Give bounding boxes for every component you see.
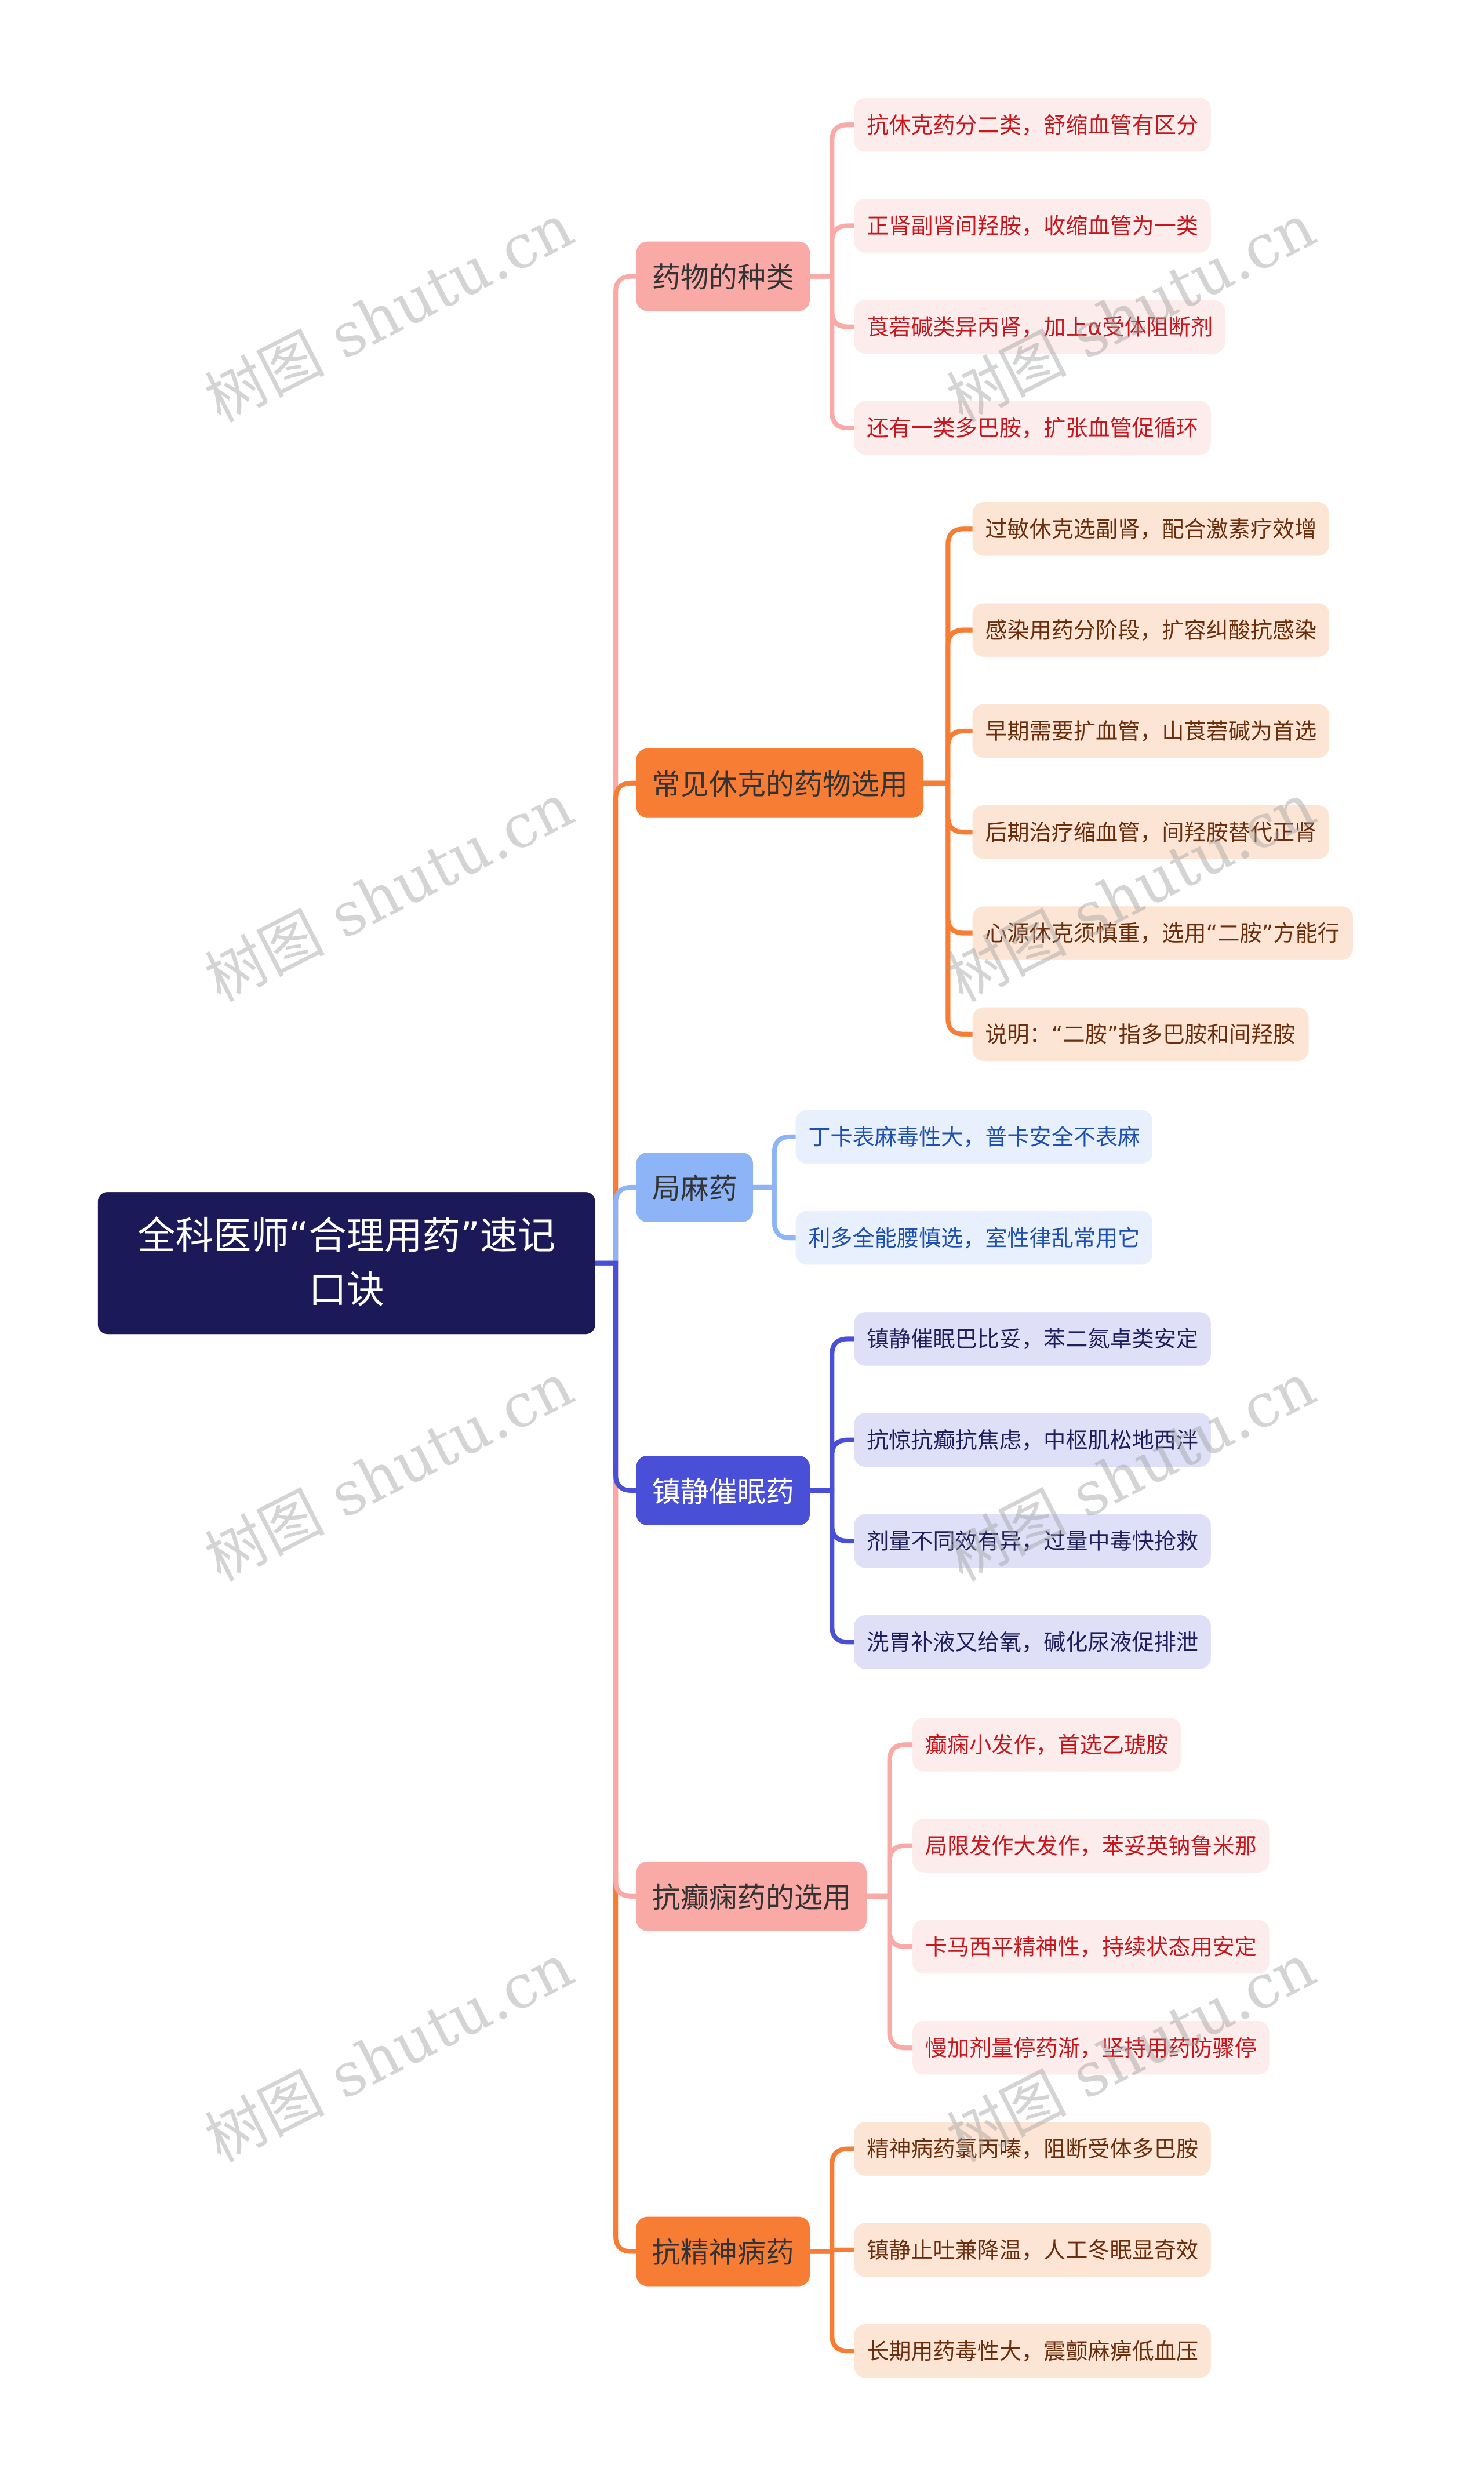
connector-line bbox=[864, 1893, 915, 2051]
connector-line bbox=[750, 1184, 798, 1241]
leaf-node[interactable]: 精神病药氯丙嗪，阻断受体多巴胺 bbox=[854, 2122, 1211, 2176]
leaf-node[interactable]: 还有一类多巴胺，扩张血管促循环 bbox=[854, 401, 1211, 455]
leaf-label: 心源休克须慎重，选用“二胺”方能行 bbox=[985, 922, 1340, 948]
leaf-label: 丁卡表麻毒性大，普卡安全不表麻 bbox=[808, 1125, 1140, 1151]
leaf-node[interactable]: 早期需要扩血管，山莨菪碱为首选 bbox=[972, 704, 1330, 758]
leaf-label: 慢加剂量停药渐，坚持用药防骤停 bbox=[925, 2037, 1257, 2062]
leaf-node[interactable]: 卡马西平精神性，持续状态用安定 bbox=[912, 1920, 1270, 1974]
connector-line bbox=[592, 1260, 639, 1899]
leaf-node[interactable]: 局限发作大发作，苯妥英钠鲁米那 bbox=[912, 1819, 1270, 1873]
leaf-label: 卡马西平精神性，持续状态用安定 bbox=[925, 1935, 1257, 1961]
leaf-node[interactable]: 心源休克须慎重，选用“二胺”方能行 bbox=[972, 906, 1352, 960]
connector-line bbox=[921, 780, 975, 1037]
leaf-label: 抗休克药分二类，舒缩血管有区分 bbox=[867, 114, 1199, 139]
leaf-label: 说明：“二胺”指多巴胺和间羟胺 bbox=[985, 1023, 1296, 1049]
root-title: 全科医师“合理用药”速记口诀 bbox=[137, 1214, 556, 1313]
leaf-node[interactable]: 慢加剂量停药渐，坚持用药防骤停 bbox=[912, 2020, 1270, 2075]
connector-line bbox=[808, 122, 857, 279]
connector-line bbox=[592, 1260, 639, 2254]
branch-node[interactable]: 抗癫痫药的选用 bbox=[636, 1861, 867, 1931]
connector-line bbox=[592, 1260, 639, 1493]
connector-line bbox=[592, 274, 639, 1266]
branch-node[interactable]: 镇静催眠药 bbox=[636, 1455, 810, 1525]
leaf-node[interactable]: 感染用药分阶段，扩容纠酸抗感染 bbox=[972, 603, 1330, 657]
connector-line bbox=[808, 223, 857, 279]
leaf-label: 癫痫小发作，首选乙琥胺 bbox=[925, 1733, 1169, 1759]
connector-line bbox=[808, 274, 857, 431]
leaf-label: 抗惊抗癫抗焦虑，中枢肌松地西泮 bbox=[867, 1428, 1199, 1455]
leaf-label: 利多全能腰慎选，室性律乱常用它 bbox=[808, 1227, 1140, 1252]
branch-label: 常见休克的药物选用 bbox=[652, 769, 908, 802]
connector-line bbox=[808, 2249, 857, 2354]
leaf-node[interactable]: 洗胃补液又给氧，碱化尿液促排泄 bbox=[854, 1615, 1211, 1669]
leaf-label: 正肾副肾间羟胺，收缩血管为一类 bbox=[867, 215, 1199, 240]
root-node[interactable]: 全科医师“合理用药”速记口诀 bbox=[97, 1192, 595, 1335]
leaf-node[interactable]: 癫痫小发作，首选乙琥胺 bbox=[912, 1718, 1181, 1772]
connector-line bbox=[864, 1742, 915, 1899]
connector-line bbox=[921, 627, 975, 786]
branch-label: 局麻药 bbox=[652, 1173, 737, 1206]
connector-line bbox=[808, 2146, 857, 2254]
leaf-label: 早期需要扩血管，山莨菪碱为首选 bbox=[985, 719, 1317, 746]
branch-label: 镇静催眠药 bbox=[652, 1476, 794, 1510]
leaf-node[interactable]: 抗休克药分二类，舒缩血管有区分 bbox=[854, 97, 1211, 152]
leaf-label: 精神病药氯丙嗪，阻断受体多巴胺 bbox=[867, 2138, 1199, 2164]
leaf-label: 长期用药毒性大，震颤麻痹低血压 bbox=[867, 2340, 1199, 2365]
leaf-node[interactable]: 莨菪碱类异丙肾，加上α受体阻断剂 bbox=[854, 300, 1225, 354]
branch-label: 抗癫痫药的选用 bbox=[652, 1882, 851, 1915]
connector-line bbox=[750, 1134, 798, 1190]
connector-line bbox=[921, 728, 975, 786]
leaf-label: 镇静催眠巴比妥，苯二氮卓类安定 bbox=[867, 1328, 1199, 1353]
leaf-label: 剂量不同效有异，过量中毒快抢救 bbox=[867, 1529, 1199, 1555]
leaf-label: 还有一类多巴胺，扩张血管促循环 bbox=[867, 416, 1199, 442]
leaf-node[interactable]: 后期治疗缩血管，间羟胺替代正肾 bbox=[972, 805, 1330, 859]
leaf-node[interactable]: 说明：“二胺”指多巴胺和间羟胺 bbox=[972, 1007, 1308, 1062]
leaf-label: 局限发作大发作，苯妥英钠鲁米那 bbox=[925, 1834, 1257, 1860]
leaf-label: 感染用药分阶段，扩容纠酸抗感染 bbox=[985, 619, 1317, 645]
leaf-node[interactable]: 过敏休克选副肾，配合激素疗效增 bbox=[972, 502, 1330, 556]
branch-node[interactable]: 常见休克的药物选用 bbox=[636, 748, 924, 818]
leaf-node[interactable]: 镇静止吐兼降温，人工冬眠显奇效 bbox=[854, 2223, 1211, 2277]
leaf-node[interactable]: 利多全能腰慎选，室性律乱常用它 bbox=[795, 1211, 1153, 1265]
leaf-node[interactable]: 剂量不同效有异，过量中毒快抢救 bbox=[854, 1514, 1211, 1568]
leaf-node[interactable]: 丁卡表麻毒性大，普卡安全不表麻 bbox=[795, 1110, 1153, 1164]
connector-line bbox=[921, 526, 975, 786]
leaf-label: 镇静止吐兼降温，人工冬眠显奇效 bbox=[867, 2238, 1199, 2264]
leaf-label: 莨菪碱类异丙肾，加上α受体阻断剂 bbox=[867, 315, 1213, 341]
branch-label: 抗精神病药 bbox=[652, 2237, 794, 2271]
connector-line bbox=[592, 1184, 639, 1266]
connector-line bbox=[592, 780, 639, 1266]
leaf-label: 洗胃补液又给氧，碱化尿液促排泄 bbox=[867, 1631, 1199, 1656]
leaf-node[interactable]: 长期用药毒性大，震颤麻痹低血压 bbox=[854, 2324, 1211, 2378]
leaf-label: 过敏休克选副肾，配合激素疗效增 bbox=[985, 518, 1317, 543]
leaf-node[interactable]: 抗惊抗癫抗焦虑，中枢肌松地西泮 bbox=[854, 1413, 1211, 1467]
connector-line bbox=[808, 1488, 857, 1645]
branch-node[interactable]: 抗精神病药 bbox=[636, 2216, 810, 2287]
connector-line bbox=[808, 1336, 857, 1493]
branch-label: 药物的种类 bbox=[652, 262, 794, 296]
branch-node[interactable]: 药物的种类 bbox=[636, 241, 810, 311]
leaf-node[interactable]: 镇静催眠巴比妥，苯二氮卓类安定 bbox=[854, 1312, 1211, 1366]
leaf-node[interactable]: 正肾副肾间羟胺，收缩血管为一类 bbox=[854, 199, 1211, 253]
connector-line bbox=[864, 1843, 915, 1899]
leaf-label: 后期治疗缩血管，间羟胺替代正肾 bbox=[985, 821, 1317, 846]
branch-node[interactable]: 局麻药 bbox=[636, 1153, 754, 1222]
connector-line bbox=[808, 1437, 857, 1493]
